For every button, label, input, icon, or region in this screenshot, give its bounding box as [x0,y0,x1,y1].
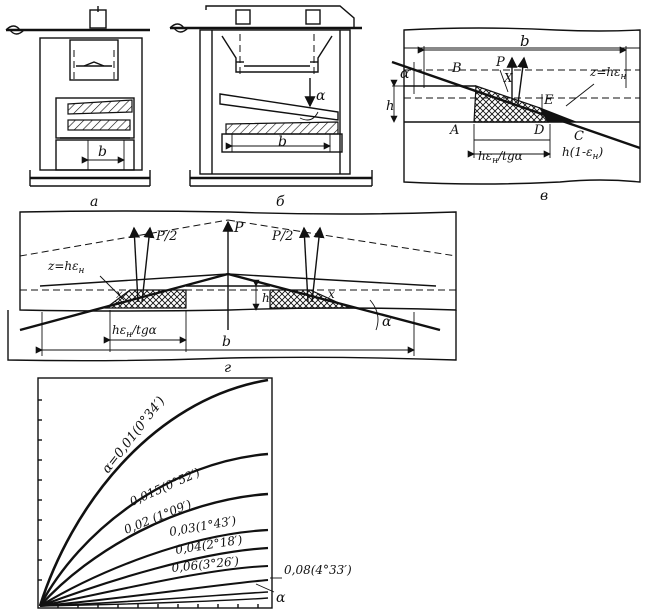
y-ticks [38,399,42,581]
panel-g-half-left: P/2 [155,229,177,244]
curve-line-6 [39,565,269,607]
panel-g-z-label: z=hεн [47,259,85,276]
x-ticks [57,604,259,608]
panel-v-pt-c: C [574,129,584,144]
panel-g-double-cut: P P/2 P/2 z=hεн x x h hεн/tgα α b г [7,210,457,376]
panel-v-caption: в [540,188,548,204]
panel-g-angle: α [382,314,392,330]
curves-corner-alpha: α [276,590,286,606]
curve-line-1 [38,378,269,607]
panel-v-pt-x: X [503,71,513,85]
panel-v-cut-geometry: b P B X E A D C α h z=hεн hεн/tgα h(1-εн… [386,27,641,204]
panel-v-pt-e: E [543,93,554,108]
panel-g-half-right: P/2 [271,229,293,244]
panel-g-length-label: hεн/tgα [112,323,157,340]
panel-g-x-right: x [328,287,335,301]
curve-label-1: α=0,01(0°34′) [99,394,168,477]
panel-a-shear-press: b а [5,6,151,210]
panel-v-dim-b: b [520,32,530,50]
panel-b-dim-b: b [278,134,287,150]
curve-line-8 [39,591,269,607]
panel-v-pt-d: D [533,123,545,138]
curve-line-2 [38,452,269,607]
panel-b-caption: б [276,194,285,210]
curve-family [38,378,269,608]
curve-label-7: 0,08(4°33′) [284,563,352,577]
panel-g-h: h [262,291,270,305]
force-curves-panel: α=0,01(0°34′) 0,015(0°52′) 0,02 (1°09′) … [37,377,352,609]
panel-v-z-label: z=hεн [589,65,627,82]
curve-line-7 [39,579,269,607]
panel-g-force-p: P [233,220,244,236]
panel-a-caption: а [90,194,98,210]
panel-g-x-left: x [116,287,123,301]
curve-line-3 [39,492,269,607]
panel-v-angle: α [400,66,410,82]
curve-line-9 [39,597,269,607]
panel-b-shear-press: α b б [169,5,373,210]
panel-v-length-label: hεн/tgα [478,149,523,166]
panel-v-h: h [386,99,394,114]
panel-v-pt-a: A [449,123,459,138]
panel-a-dim-b: b [98,144,107,160]
panel-v-pt-b: B [451,61,462,76]
curve-label-6: 0,06(3°26′) [171,554,240,575]
panel-b-angle: α [316,88,326,104]
curve-label-2: 0,015(0°52′) [128,465,203,509]
curve-line-5 [39,546,269,608]
panel-v-force: P [495,55,505,70]
curve-line-4 [39,528,269,607]
panel-v-hc-label: h(1-εн) [562,145,603,162]
panel-g-caption: г [224,360,231,376]
panel-g-dim-b: b [222,334,231,350]
